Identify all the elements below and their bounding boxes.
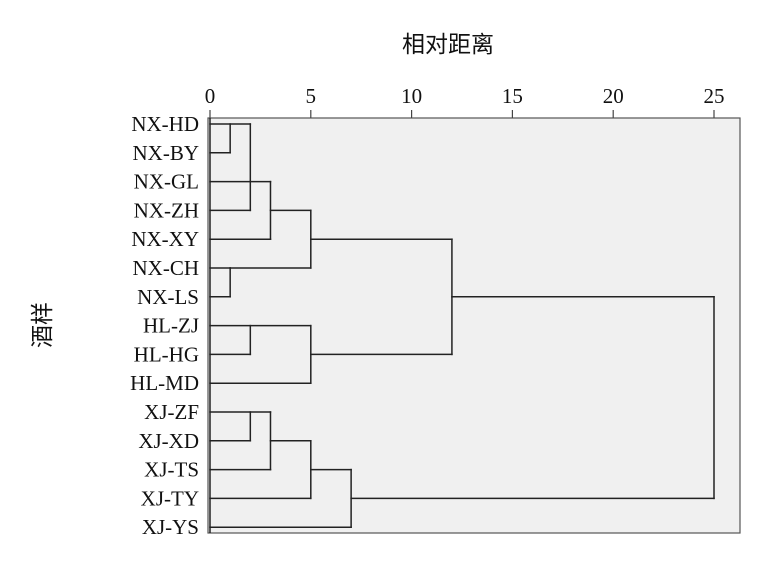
leaf-label: HL-HG (134, 342, 199, 366)
leaf-label: HL-ZJ (143, 314, 199, 338)
leaf-label: NX-GL (134, 170, 199, 194)
x-tick-label: 25 (704, 84, 725, 108)
x-axis-ticks: 0 5 10 15 20 25 (205, 84, 725, 118)
leaf-label: NX-CH (133, 256, 200, 280)
leaf-label: XJ-ZF (144, 400, 199, 424)
leaf-label: HL-MD (130, 371, 199, 395)
leaf-label: NX-HD (131, 112, 199, 136)
leaf-label: XJ-YS (142, 515, 199, 539)
leaf-label: NX-BY (133, 141, 200, 165)
x-tick-label: 5 (306, 84, 317, 108)
leaf-label: NX-XY (131, 227, 199, 251)
x-tick-label: 15 (502, 84, 523, 108)
leaf-label: XJ-TS (144, 458, 199, 482)
leaf-labels: NX-HD NX-BY NX-GL NX-ZH NX-XY NX-CH NX-LS HL-ZJ… (130, 112, 199, 539)
dendrogram-links (209, 118, 715, 533)
x-tick-label: 0 (205, 84, 216, 108)
chart-title: 相对距离 (402, 32, 494, 57)
leaf-label: XJ-TY (141, 486, 199, 510)
leaf-label: NX-ZH (134, 198, 199, 222)
x-tick-label: 20 (603, 84, 624, 108)
y-axis-label: 酒样 (30, 302, 55, 348)
leaf-label: NX-LS (137, 285, 199, 309)
leaf-label: XJ-XD (138, 429, 199, 453)
x-tick-label: 10 (401, 84, 422, 108)
